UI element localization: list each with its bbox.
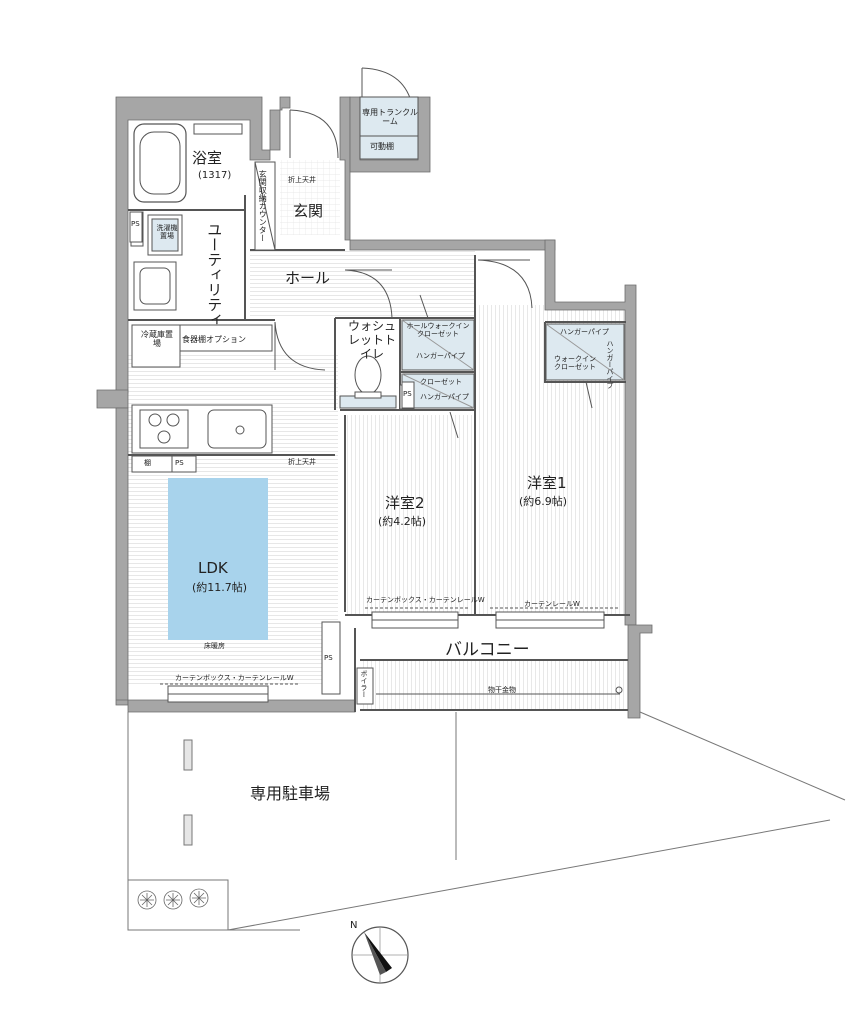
ps-shafts xyxy=(129,211,415,695)
kitchen xyxy=(131,324,273,473)
ldk-highlight xyxy=(168,478,268,640)
trunk-room xyxy=(359,96,419,160)
bathtub xyxy=(133,123,243,203)
windows xyxy=(160,607,620,703)
parking-area xyxy=(127,711,846,931)
walls xyxy=(96,96,653,719)
balcony-details xyxy=(356,667,623,705)
plant-icons xyxy=(137,888,209,910)
utility-fixtures xyxy=(130,211,183,311)
entrance-storage xyxy=(254,161,276,251)
compass-rose xyxy=(351,926,409,984)
